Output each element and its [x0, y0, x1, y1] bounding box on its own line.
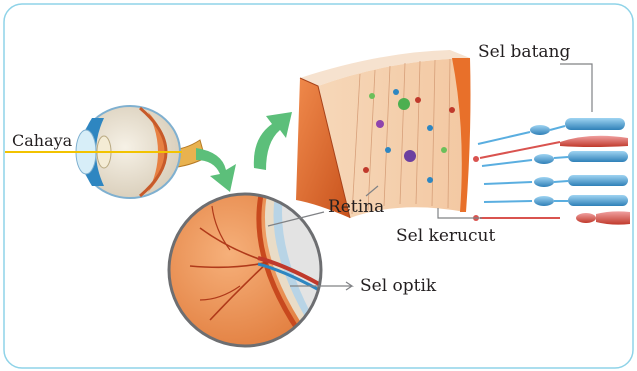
rod-cell-label: Sel batang — [478, 44, 570, 61]
light-label: Cahaya — [12, 131, 73, 150]
optic-cell-label: Sel optik — [360, 278, 436, 295]
retina-label: Retina — [328, 199, 384, 216]
cone-cell-label: Sel kerucut — [396, 228, 495, 245]
retina-tissue-block-icon — [296, 50, 471, 218]
